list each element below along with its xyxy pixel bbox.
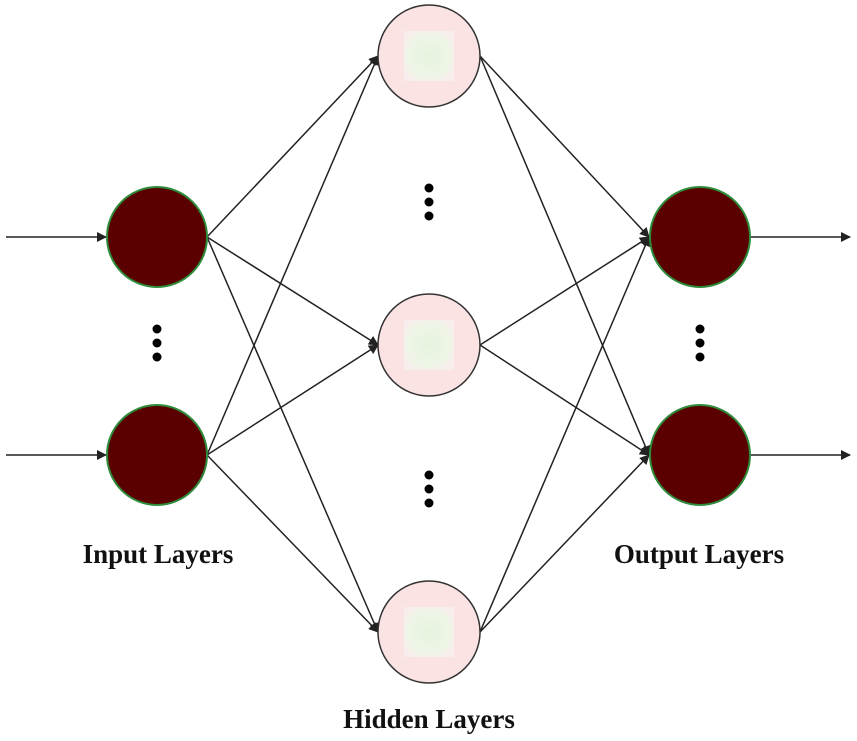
edge-input1-hidden3 [206, 236, 380, 633]
hidden-node-3 [377, 580, 481, 684]
ellipsis-hidden-lower [424, 470, 434, 508]
edges-input-to-hidden [206, 55, 380, 633]
edge-hidden1-output1 [479, 55, 650, 238]
edge-input2-hidden1 [206, 55, 380, 456]
edge-hidden2-output2 [479, 344, 650, 456]
output-node-2 [649, 404, 751, 506]
edge-hidden3-output1 [479, 236, 651, 633]
edge-hidden2-output1 [479, 236, 650, 346]
ellipsis-hidden-upper [424, 183, 434, 221]
edge-hidden1-output2 [479, 55, 651, 456]
edge-input1-hidden2 [206, 236, 379, 346]
edges-hidden-to-output [479, 55, 651, 633]
edge-hidden3-output2 [479, 454, 650, 633]
output-node-1 [649, 186, 751, 288]
ellipsis-output [695, 324, 705, 362]
hidden-layers-label: Hidden Layers [343, 704, 515, 734]
output-layers-label: Output Layers [613, 539, 785, 569]
edge-input1-hidden1 [206, 55, 379, 238]
hidden-node-2 [377, 293, 481, 397]
edge-input2-hidden3 [206, 454, 379, 633]
edge-input2-hidden2 [206, 344, 379, 456]
input-node-1 [106, 186, 208, 288]
input-node-2 [106, 404, 208, 506]
hidden-node-1 [377, 4, 481, 108]
ellipsis-input [152, 324, 162, 362]
input-layers-label: Input Layers [82, 539, 234, 569]
